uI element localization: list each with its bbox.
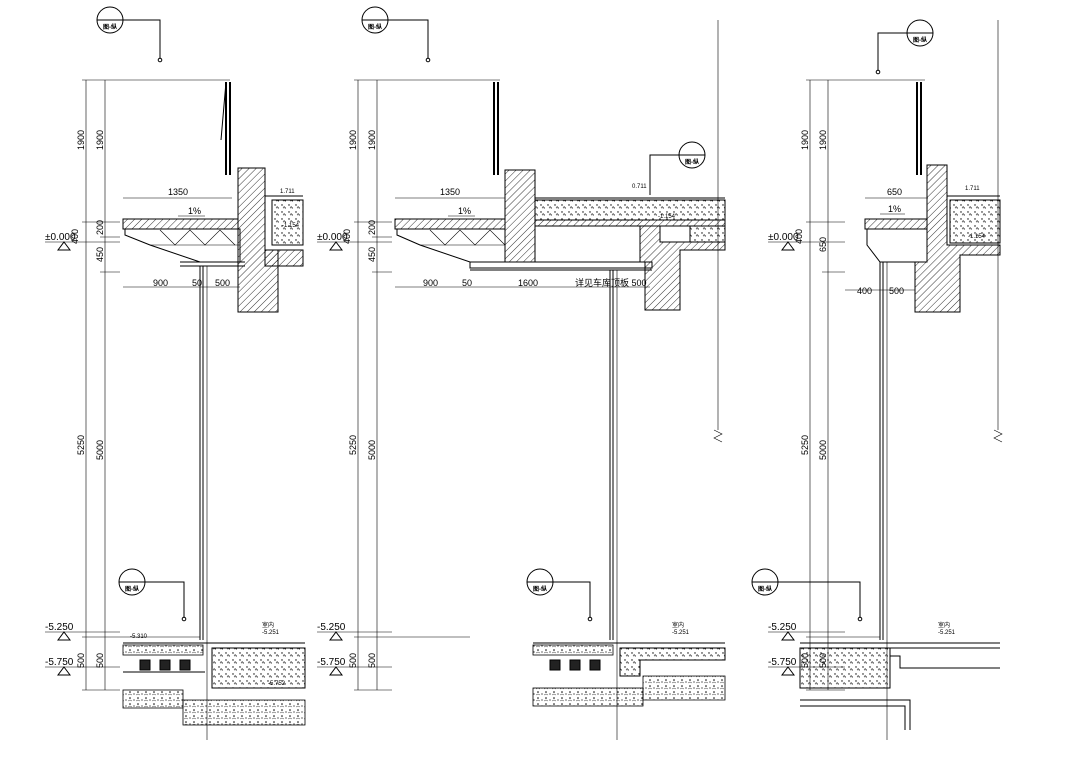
level-low1: -5.250: [317, 622, 346, 633]
dim-inner-1: 1900: [95, 130, 105, 150]
dim-inner-3: 5000: [818, 440, 828, 460]
dim-outer-1: 1900: [348, 130, 358, 150]
callout-bottom-c: 图-纵: [751, 568, 863, 622]
callout-label: 图-纵: [103, 23, 117, 31]
callout-label: 图-纵: [758, 585, 772, 593]
level-zero: ±0.000: [45, 232, 76, 243]
dim-bottom-2: 50: [192, 278, 202, 288]
dim-top: 1350: [168, 187, 188, 197]
dim-outer-2: 5250: [348, 435, 358, 455]
level-low2: -5.750: [317, 657, 346, 668]
level-low2: -5.750: [768, 657, 797, 668]
dim-bottom-2: 500: [889, 286, 904, 296]
level-roof: 1.711: [965, 186, 980, 192]
level-roof2: -1.154: [968, 234, 986, 240]
dim-bottom-3: 1600: [518, 278, 538, 288]
slope: 1%: [458, 206, 471, 216]
dim-outer-3: 500: [348, 653, 358, 668]
level-roof2: -1.154: [658, 214, 676, 220]
note-bottom: 详见车库顶板 500: [575, 277, 647, 288]
level-pit: -5.310: [130, 634, 148, 640]
callout-bottom-b: 图-纵: [526, 568, 593, 622]
level-roof: 0.711: [632, 184, 647, 190]
slope: 1%: [888, 204, 901, 214]
section-b: 图-纵 1900 5250 500 1900 200 450 5000 500 …: [317, 6, 726, 740]
callout-top-b: 图-纵: [361, 6, 431, 63]
dim-inner-1: 1900: [818, 130, 828, 150]
level-low1: -5.250: [768, 622, 797, 633]
callout-label: 图-纵: [913, 36, 927, 44]
dim-inner-3: 450: [367, 247, 377, 262]
note-floor: 室内: [938, 621, 950, 629]
dim-inner-2: 650: [818, 237, 828, 252]
callout-label: 图-纵: [368, 23, 382, 31]
level-roof2: -1.154: [282, 223, 300, 229]
level-zero: ±0.000: [768, 232, 799, 243]
dim-bottom-1: 400: [857, 286, 872, 296]
dim-inner-1: 1900: [367, 130, 377, 150]
section-a: 图-纵 1900 5250 500 1900 200 450 5000 500 …: [45, 6, 306, 740]
dim-outer-2: 5250: [800, 435, 810, 455]
callout-bottom-a: 图-纵: [118, 568, 187, 622]
dim-inner-small: 400: [794, 229, 804, 244]
level-zero: ±0.000: [317, 232, 348, 243]
dim-outer-3: 500: [76, 653, 86, 668]
dim-inner-3: 450: [95, 247, 105, 262]
dim-outer-1: 1900: [76, 130, 86, 150]
callout-label: 图-纵: [533, 585, 547, 593]
level-floor: -5.251: [938, 630, 956, 636]
dim-inner-4: 5000: [367, 440, 377, 460]
section-c: 图-纵 1900 5250 500 1900 650 5000 500 400 …: [751, 19, 1003, 740]
level-base: -5.752: [268, 681, 286, 687]
level-low2: -5.750: [45, 657, 74, 668]
level-floor: -5.251: [262, 630, 280, 636]
dim-inner-5: 500: [367, 653, 377, 668]
dim-top: 1350: [440, 187, 460, 197]
dim-outer-1: 1900: [800, 130, 810, 150]
dim-outer-2: 5250: [76, 435, 86, 455]
callout-right-b: 图-纵: [649, 141, 706, 195]
dim-inner-5: 500: [95, 653, 105, 668]
slope: 1%: [188, 206, 201, 216]
callout-top-a: 图-纵: [96, 6, 163, 63]
callout-top-c: 图-纵: [875, 19, 934, 75]
dim-bottom-1: 900: [423, 278, 438, 288]
note-floor: 室内: [262, 621, 274, 629]
dim-bottom-3: 500: [215, 278, 230, 288]
dim-inner-2: 200: [95, 220, 105, 235]
dim-inner-2: 200: [367, 220, 377, 235]
dim-inner-small: 400: [342, 229, 352, 244]
dim-inner-small: 400: [70, 229, 80, 244]
callout-label: 图-纵: [685, 158, 699, 166]
level-low1: -5.250: [45, 622, 74, 633]
dim-bottom-1: 900: [153, 278, 168, 288]
callout-label: 图-纵: [125, 585, 139, 593]
dim-bottom-2: 50: [462, 278, 472, 288]
note-floor: 室内: [672, 621, 684, 629]
level-roof: 1.711: [280, 189, 295, 195]
level-floor: -5.251: [672, 630, 690, 636]
dim-top: 650: [887, 187, 902, 197]
dim-inner-4: 5000: [95, 440, 105, 460]
